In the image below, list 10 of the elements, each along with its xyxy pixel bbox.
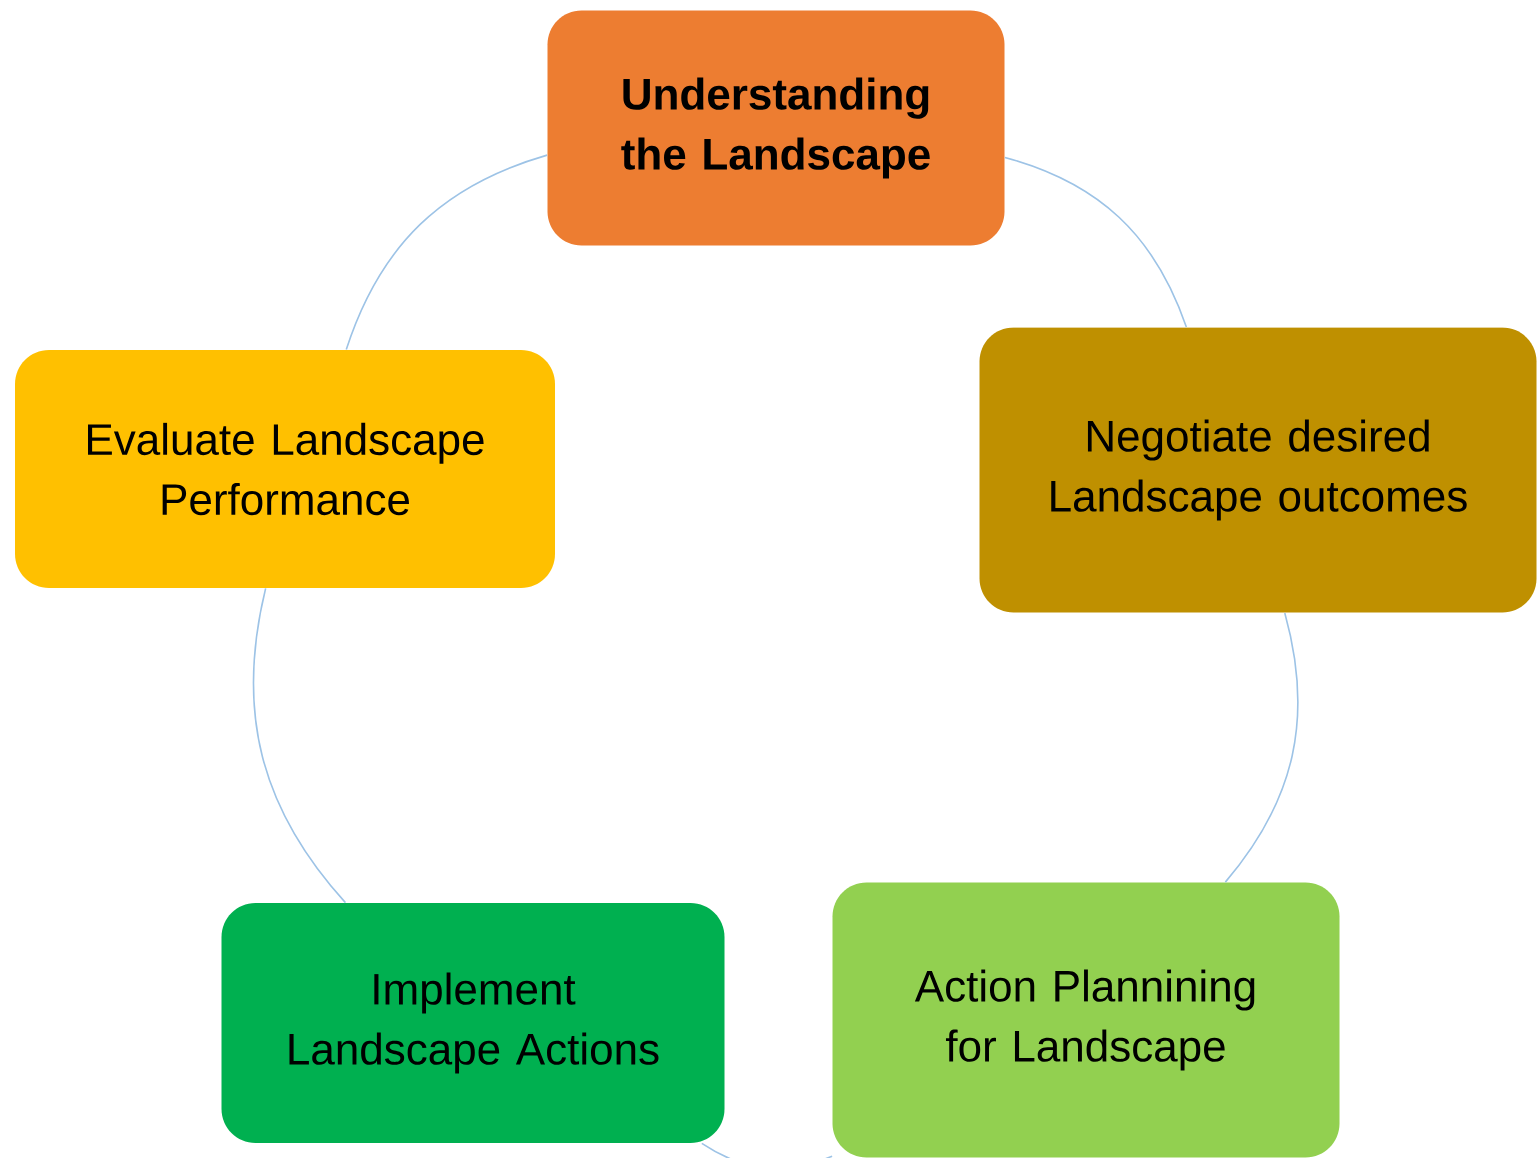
process-box: Action Plannining for Landscape [832, 882, 1340, 1158]
connector-arc [701, 1142, 833, 1158]
connector-arc [252, 587, 347, 904]
process-box: Evaluate Landscape Performance [15, 350, 555, 588]
connector-arc [345, 154, 548, 351]
connector-arc [1004, 156, 1188, 328]
process-box: Implement Landscape Actions [221, 903, 725, 1143]
connector-arc [1224, 612, 1299, 883]
process-box: Negotiate desired Landscape outcomes [979, 327, 1537, 613]
process-box: Understanding the Landscape [547, 10, 1005, 246]
